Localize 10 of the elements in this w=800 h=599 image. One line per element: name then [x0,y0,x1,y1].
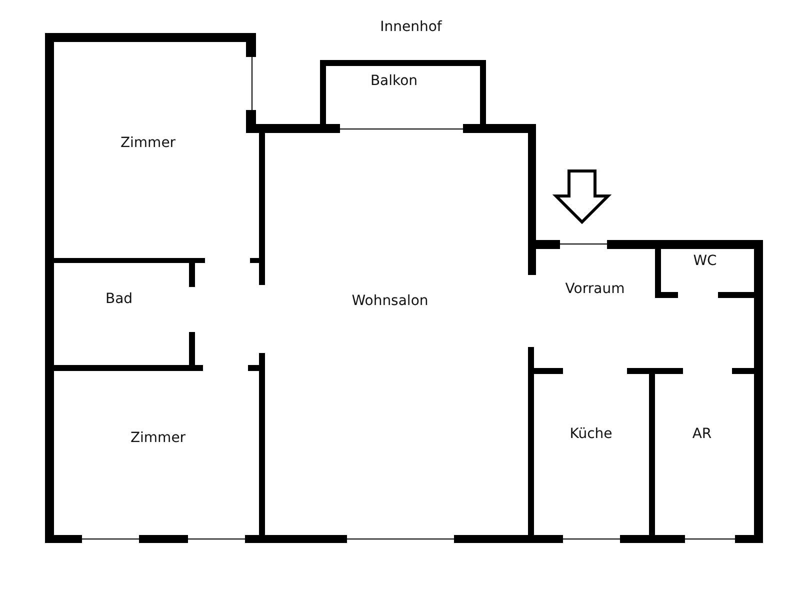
room-label: Zimmer [120,135,176,151]
room-label: WC [693,253,717,269]
room-label: Zimmer [130,430,186,446]
room-label: Balkon [370,73,418,89]
room-label: Küche [570,426,612,442]
room-label: Wohnsalon [352,293,428,309]
room-label: Vorraum [565,281,625,297]
room-label: Innenhof [380,19,442,35]
room-label: AR [692,426,712,442]
room-label: Bad [105,291,133,307]
